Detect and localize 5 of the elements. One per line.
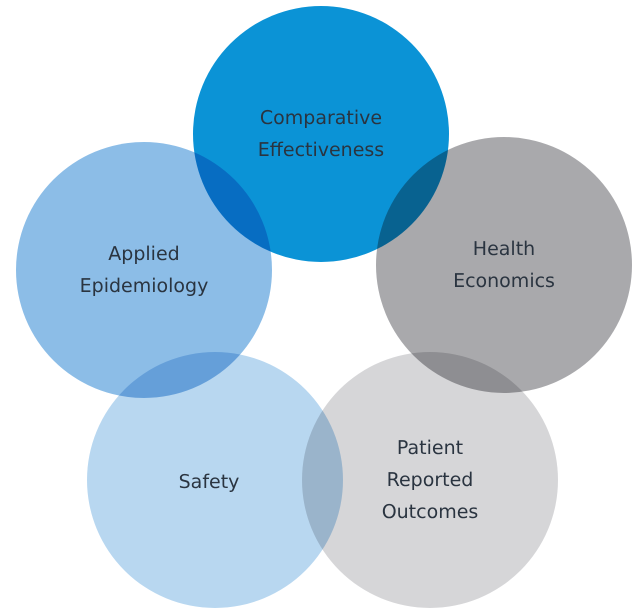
circle-label: Patient Reported Outcomes: [380, 436, 480, 525]
circle-label: Health Economics: [452, 237, 556, 294]
circle-label: Applied Epidemiology: [78, 242, 210, 299]
circle-label: Safety: [178, 470, 240, 495]
circle-label: Comparative Effectiveness: [256, 106, 386, 163]
